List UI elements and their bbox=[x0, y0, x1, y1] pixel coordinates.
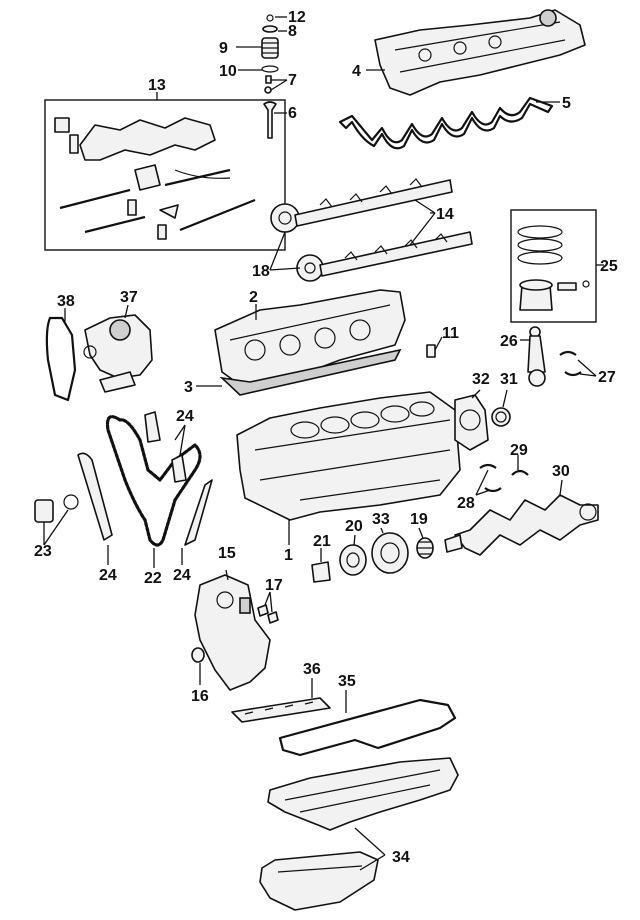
callout-36: 36 bbox=[303, 661, 321, 678]
rocker-shaft bbox=[59, 188, 131, 210]
chain-guides bbox=[77, 411, 213, 565]
callout-31: 31 bbox=[500, 371, 518, 388]
chain-tensioner bbox=[34, 494, 79, 546]
oil-pan-gasket bbox=[278, 698, 457, 757]
front-seal bbox=[191, 647, 205, 663]
callout-24-left: 24 bbox=[99, 567, 117, 584]
callout-8: 8 bbox=[288, 23, 297, 40]
callout-27: 27 bbox=[598, 369, 616, 386]
callout-25: 25 bbox=[600, 258, 618, 275]
cover-gasket bbox=[338, 96, 560, 150]
callout-16: 16 bbox=[191, 688, 209, 705]
pump-gasket bbox=[45, 316, 77, 402]
connecting-rod bbox=[520, 326, 597, 387]
vacuum-pump bbox=[45, 304, 153, 402]
callout-21: 21 bbox=[313, 533, 331, 550]
callout-17: 17 bbox=[265, 577, 283, 594]
callout-26: 26 bbox=[500, 333, 518, 350]
callout-22: 22 bbox=[144, 570, 162, 587]
callout-9: 9 bbox=[219, 40, 228, 57]
callout-3: 3 bbox=[184, 379, 193, 396]
callout-24-right: 24 bbox=[173, 567, 191, 584]
oil-pan-gaskets bbox=[231, 678, 457, 757]
callout-28: 28 bbox=[457, 495, 475, 512]
callout-30: 30 bbox=[552, 463, 570, 480]
vibration-damper bbox=[371, 532, 409, 574]
valve-components bbox=[236, 14, 288, 139]
cylinder-head bbox=[196, 289, 443, 396]
cylinder-head-cover bbox=[366, 9, 586, 96]
callout-2: 2 bbox=[249, 289, 258, 306]
callout-13: 13 bbox=[148, 77, 166, 94]
crank-sprocket bbox=[339, 544, 367, 576]
rod-bearing bbox=[559, 350, 577, 356]
valve-icon bbox=[263, 101, 277, 139]
dowel-pin bbox=[426, 344, 436, 358]
piston-kit-box bbox=[510, 209, 604, 323]
camshafts bbox=[269, 178, 473, 282]
callout-34: 34 bbox=[392, 849, 410, 866]
upper-oil-pan bbox=[267, 757, 459, 831]
timing-chain bbox=[105, 415, 202, 568]
callout-23: 23 bbox=[34, 543, 52, 560]
rocker-arm-assembly bbox=[79, 117, 216, 161]
callout-35: 35 bbox=[338, 673, 356, 690]
callout-33: 33 bbox=[372, 511, 390, 528]
chain-guide-upper bbox=[144, 411, 161, 443]
lower-oil-pan bbox=[259, 851, 379, 911]
thrust-washer bbox=[511, 469, 529, 476]
engine-block bbox=[236, 391, 461, 545]
callout-10: 10 bbox=[219, 63, 237, 80]
callout-5: 5 bbox=[562, 95, 571, 112]
rocker-kit-box bbox=[44, 92, 286, 251]
callout-12: 12 bbox=[288, 9, 306, 26]
callout-18: 18 bbox=[252, 263, 270, 280]
callout-15: 15 bbox=[218, 545, 236, 562]
callout-24-top: 24 bbox=[176, 408, 194, 425]
head-gasket bbox=[219, 348, 402, 396]
callout-37: 37 bbox=[120, 289, 138, 306]
chain-guide-left bbox=[77, 452, 113, 541]
cam-sprocket-lower bbox=[296, 254, 324, 282]
callout-32: 32 bbox=[472, 371, 490, 388]
callout-labels: 12 8 9 10 7 6 4 5 13 14 18 25 2 3 11 26 … bbox=[34, 9, 618, 866]
chain-guide-right bbox=[184, 479, 213, 546]
crankshaft bbox=[444, 479, 599, 556]
callout-20: 20 bbox=[345, 518, 363, 535]
callout-6: 6 bbox=[288, 105, 297, 122]
callout-38: 38 bbox=[57, 293, 75, 310]
callout-29: 29 bbox=[510, 442, 528, 459]
callout-4: 4 bbox=[352, 63, 361, 80]
callout-19: 19 bbox=[410, 511, 428, 528]
front-crank-parts bbox=[311, 527, 434, 583]
callout-11: 11 bbox=[442, 325, 459, 342]
key-spacer bbox=[311, 561, 331, 583]
callout-1: 1 bbox=[284, 547, 293, 564]
timing-cover bbox=[191, 569, 279, 691]
callout-14: 14 bbox=[436, 206, 454, 223]
oil-pan bbox=[259, 757, 459, 911]
main-bearings bbox=[475, 455, 529, 496]
callout-7: 7 bbox=[288, 72, 297, 89]
oil-baffle bbox=[231, 697, 331, 723]
bolt-icon bbox=[257, 604, 269, 617]
rear-seal-parts bbox=[454, 389, 511, 451]
oil-cap-icon bbox=[539, 9, 557, 27]
